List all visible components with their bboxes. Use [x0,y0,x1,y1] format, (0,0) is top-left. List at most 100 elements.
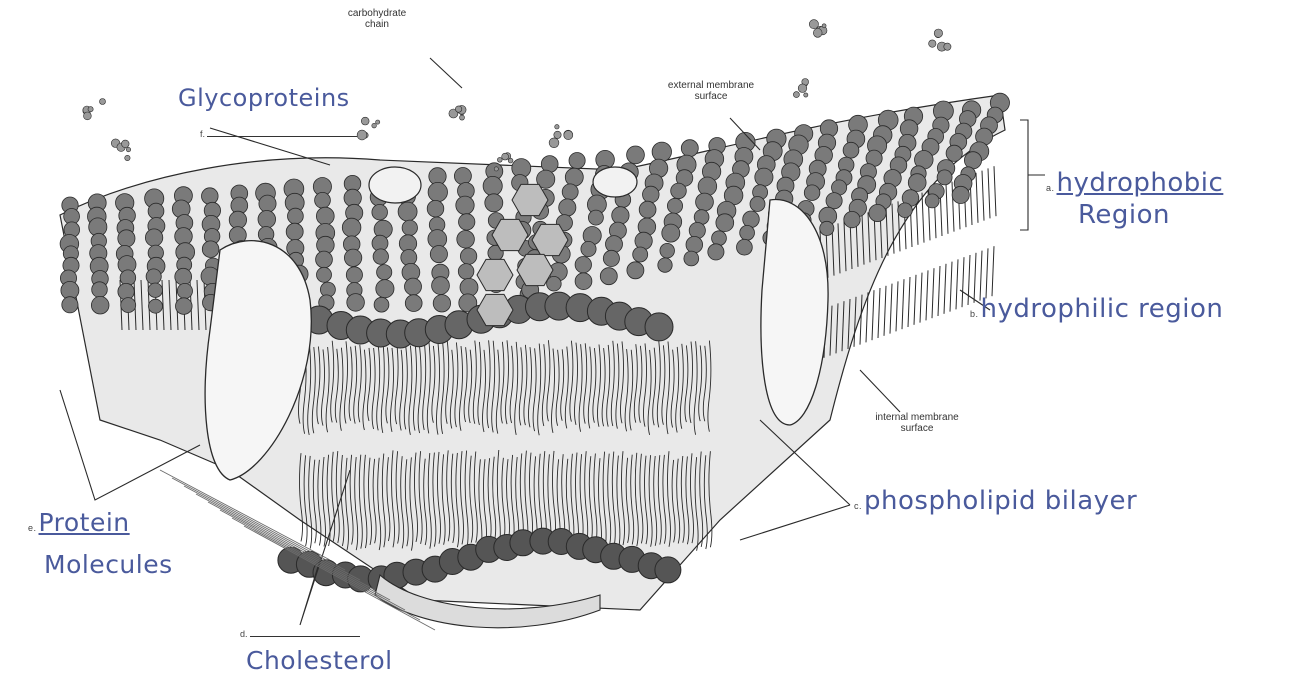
head [374,297,389,312]
head [639,201,656,218]
head [843,142,859,158]
region-answer: Region [1078,200,1170,230]
head [405,295,422,312]
head [92,282,108,298]
carbohydrate-chain [549,138,559,148]
carbohydrate-chain [361,117,369,125]
head [633,247,648,262]
head [946,145,962,161]
head [458,264,474,280]
carbohydrate-chain [497,157,502,162]
head [750,197,765,212]
hydrophobic-answer: a.hydrophobic [1046,168,1223,198]
head [118,230,135,247]
head [964,152,981,169]
head [146,269,161,284]
carbohydrate-chain [564,131,573,140]
hydrophilic-text: hydrophilic region [981,294,1224,324]
head [844,211,860,227]
head [643,186,660,203]
tail [932,268,934,318]
head [430,246,447,263]
head [315,192,331,208]
carbohydrate-chain [460,115,465,120]
tail [962,257,964,307]
tail [986,248,988,298]
glycoproteins-answer: Glycoproteins [178,84,350,112]
head [645,313,673,341]
head [541,156,558,173]
tail [914,275,916,325]
hydrophobic-bracket [1020,120,1045,230]
head [176,298,193,315]
carbohydrate-chain-label: carbohydrate chain [322,8,432,30]
head [148,203,164,219]
head [708,244,724,260]
cholesterol-blank: d. [240,622,360,641]
head [804,185,820,201]
head [401,250,417,266]
head [402,220,417,235]
tail [956,259,958,309]
head [347,294,365,312]
hydrophilic-answer: b.hydrophilic region [970,294,1223,324]
head [288,208,304,224]
head [569,153,585,169]
carbohydrate-chain [809,20,818,29]
head [121,298,136,313]
cholesterol-letter: d. [240,629,248,639]
head [740,225,755,240]
head [177,283,192,298]
head [869,204,886,221]
tail [884,286,886,336]
head [149,299,163,313]
carbohydrate-chain [934,29,942,37]
head [755,168,773,186]
head [826,193,842,209]
tail [976,173,978,223]
phospholipid-text: phospholipid bilayer [864,486,1137,516]
head [456,196,474,214]
head [342,218,361,237]
carbohydrate-leader [430,58,462,88]
protein-molecule [369,167,421,203]
head [118,283,134,299]
head [925,194,939,208]
carbohydrate-chain [376,120,380,124]
head [684,251,699,266]
tail [946,184,948,234]
head [681,140,698,157]
carbohydrate-chain [494,167,498,171]
head [460,248,476,264]
tail [908,277,910,327]
carbohydrate-chain [502,153,509,160]
cholesterol-text: Cholesterol [246,646,393,675]
carbohydrate-chain [357,130,367,140]
carbohydrate-chain [929,40,936,47]
glycoproteins-text: Glycoproteins [178,84,350,112]
head [908,174,926,192]
head [346,267,362,283]
carbohydrate-chain [88,107,93,112]
head [145,229,162,246]
head [603,250,619,266]
head [716,214,734,232]
head [559,199,576,216]
tail [944,264,946,314]
head [686,236,703,253]
head [317,267,332,282]
carbohydrate-chain [944,43,951,50]
head [432,277,450,295]
carbohydrate-chain [122,140,130,148]
head [565,168,583,186]
tail [890,284,892,334]
head [696,193,714,211]
head [428,182,447,201]
protein-molecule [593,167,637,197]
carbohydrate-chain [554,131,561,138]
carbohydrate-chain [798,84,807,93]
head [581,241,596,256]
carbohydrate-chain [804,93,808,97]
tail [872,290,874,340]
